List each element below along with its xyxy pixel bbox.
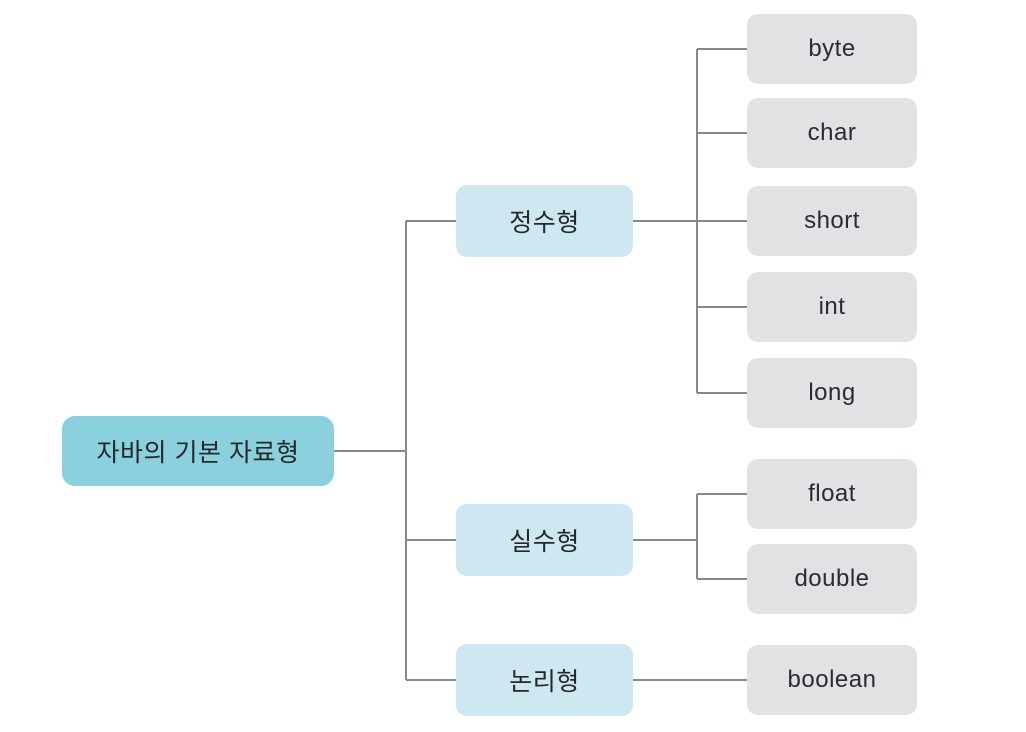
node-double: double: [747, 544, 917, 614]
node-float: float: [747, 459, 917, 529]
node-byte: byte: [747, 14, 917, 84]
node-java-primitive-types-root: 자바의 기본 자료형: [62, 416, 334, 486]
node-boolean-type: 논리형: [456, 644, 633, 716]
node-boolean: boolean: [747, 645, 917, 715]
node-short: short: [747, 186, 917, 256]
node-char: char: [747, 98, 917, 168]
node-long: long: [747, 358, 917, 428]
node-integer-type: 정수형: [456, 185, 633, 257]
node-floating-point-type: 실수형: [456, 504, 633, 576]
node-int: int: [747, 272, 917, 342]
